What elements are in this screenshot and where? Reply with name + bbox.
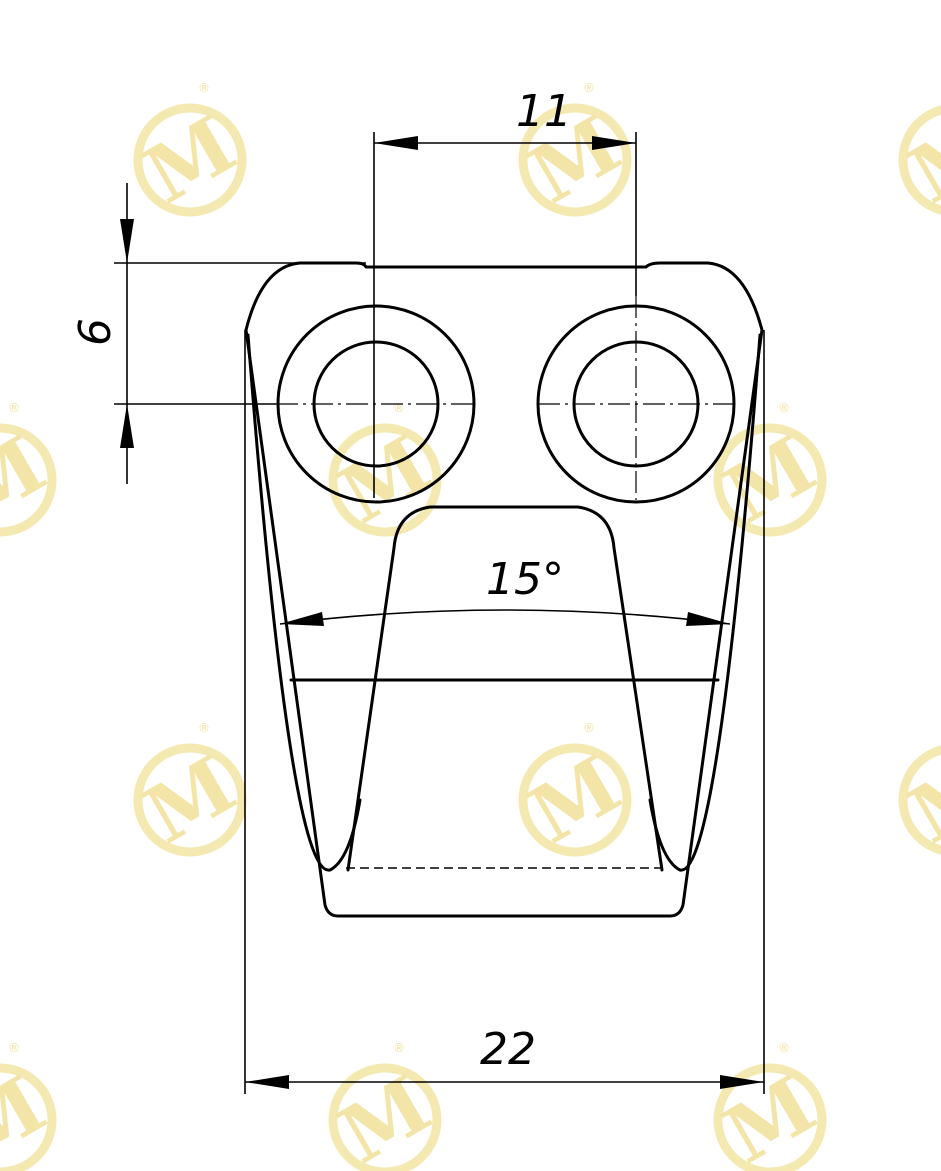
watermark-logo: M® [325, 401, 445, 541]
watermark-registered-mark: ® [393, 1041, 405, 1055]
arrow-left [245, 1075, 289, 1089]
watermark-registered-mark: ® [198, 81, 210, 95]
center-lines [276, 296, 735, 500]
arrow-left [374, 136, 418, 150]
watermark-ring [328, 1063, 442, 1171]
watermark-layer: M®M®M®M®M®M®M®M®M®M®M®M® [0, 81, 941, 1171]
watermark-ring [518, 103, 632, 217]
watermark-ring [518, 743, 632, 857]
watermark-logo: M® [895, 739, 941, 861]
part-outline [244, 261, 764, 918]
watermark-logo: M® [515, 721, 635, 861]
watermark-logo: M® [325, 1041, 445, 1171]
watermark-registered-mark: ® [583, 81, 595, 95]
angle-arc [279, 609, 731, 625]
watermark-registered-mark: ® [778, 401, 790, 415]
watermark-logo: M® [0, 401, 60, 541]
overall-width-value: 22 [480, 1024, 536, 1075]
arrow-bottom [120, 404, 134, 448]
slot-outline [346, 505, 664, 872]
taper-angle-dimension: 15° [279, 554, 731, 626]
taper-angle-value: 15° [486, 554, 564, 605]
arrow-right [592, 136, 636, 150]
watermark-logo: M® [130, 721, 250, 861]
watermark-logo: M® [710, 1041, 830, 1171]
watermark-registered-mark: ® [8, 401, 20, 415]
watermark-registered-mark: ® [583, 721, 595, 735]
arrow-left [280, 612, 324, 626]
watermark-ring [898, 745, 941, 855]
arrow-right [720, 1075, 764, 1089]
overall-width-dimension: 22 [244, 330, 765, 1094]
watermark-ring [0, 423, 57, 537]
hole-offset-dimension: 6 [70, 183, 366, 484]
body-outline [244, 261, 764, 918]
watermark-logo: M® [895, 99, 941, 221]
hole-spacing-value: 11 [516, 86, 572, 137]
hole-offset-value: 6 [70, 318, 121, 346]
arrow-top [120, 219, 134, 263]
watermark-logo: M® [0, 1041, 60, 1171]
watermark-ring [133, 743, 247, 857]
watermark-letter: M [515, 739, 635, 861]
watermark-ring [898, 105, 941, 215]
arrow-right [686, 612, 730, 626]
watermark-ring [0, 1063, 57, 1171]
watermark-logo: M® [130, 81, 250, 221]
watermark-ring [713, 1063, 827, 1171]
watermark-registered-mark: ® [8, 1041, 20, 1055]
hole-spacing-dimension: 11 [373, 86, 637, 498]
left-fillet-curve [246, 333, 362, 872]
watermark-letter: M [130, 99, 250, 221]
watermark-ring [713, 423, 827, 537]
watermark-registered-mark: ® [198, 721, 210, 735]
watermark-registered-mark: ® [778, 1041, 790, 1055]
watermark-letter: M [130, 739, 250, 861]
right-fillet-curve [648, 333, 762, 872]
watermark-registered-mark: ® [393, 401, 405, 415]
watermark-logo: M® [710, 401, 830, 541]
watermark-ring [133, 103, 247, 217]
